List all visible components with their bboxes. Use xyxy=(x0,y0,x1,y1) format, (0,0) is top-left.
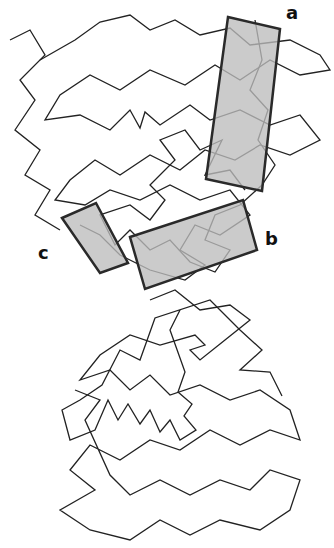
backbone-trace xyxy=(60,290,300,540)
region-shape xyxy=(206,17,280,191)
highlight-region: b xyxy=(130,200,257,289)
region-letter: a xyxy=(284,4,300,22)
region-outline xyxy=(206,17,280,191)
region-letter: b xyxy=(263,230,280,248)
backbone-trace xyxy=(62,300,282,440)
region-outline xyxy=(62,203,128,273)
region-shape xyxy=(130,200,257,289)
highlight-region: a xyxy=(206,17,280,191)
backbone-trace xyxy=(10,30,60,230)
highlight-region: c xyxy=(62,203,128,273)
region-letter: c xyxy=(36,244,51,262)
region-shape xyxy=(62,203,128,273)
region-outline xyxy=(130,200,257,289)
